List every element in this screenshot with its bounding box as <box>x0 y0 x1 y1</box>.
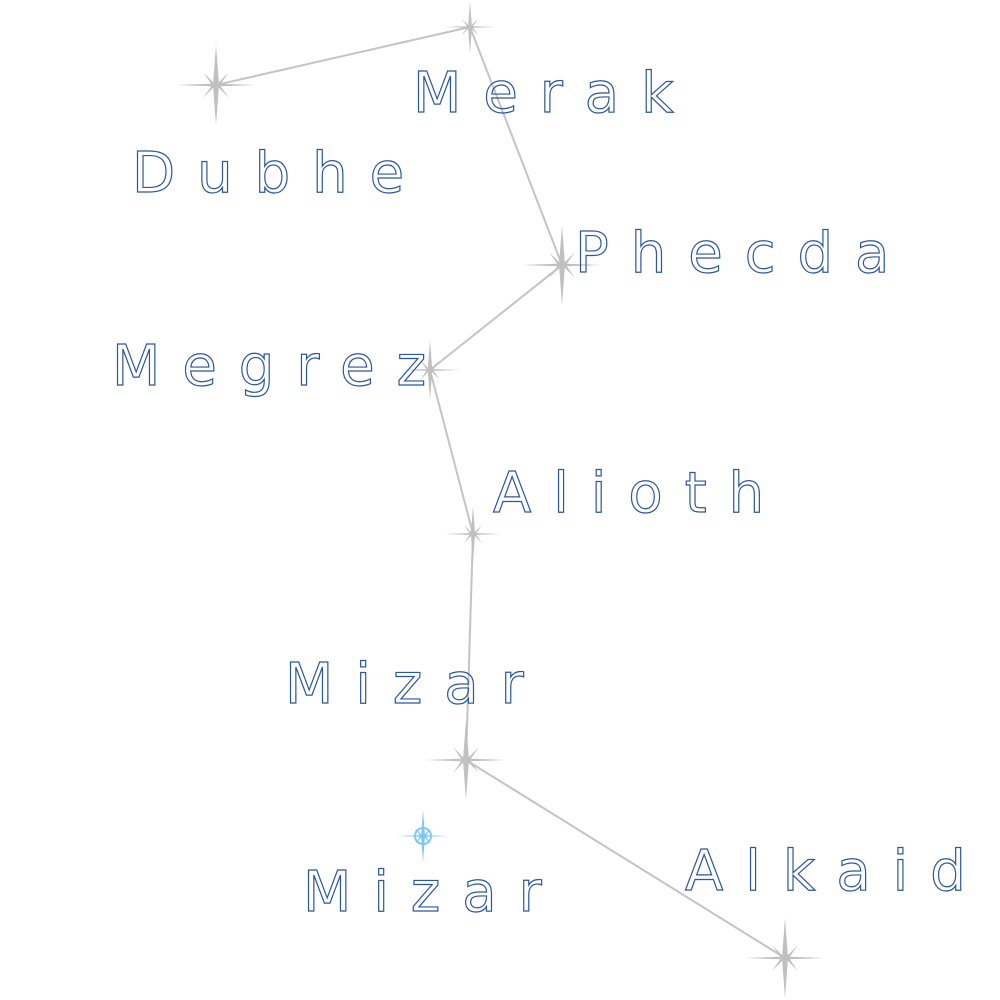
star-label-dubhe: Dubhe <box>132 141 426 206</box>
line-merak-phecda <box>469 26 563 266</box>
companion-star-ring <box>414 827 432 845</box>
line-dubhe-merak <box>215 26 471 86</box>
line-alioth-mizar <box>465 533 474 761</box>
star-label-alkaid: Alkaid <box>685 839 988 904</box>
star-label-mizar: Mizar <box>285 652 546 717</box>
constellation-stars <box>176 1 825 998</box>
line-megrez-alioth <box>429 369 474 535</box>
line-phecda-megrez <box>429 264 563 371</box>
star-label-companion: Mizar <box>303 860 564 925</box>
constellation-lines <box>215 26 786 959</box>
star-icon-alcor <box>397 810 449 862</box>
line-mizar-alkaid <box>465 759 786 959</box>
star-icon-alkaid <box>745 918 825 998</box>
star-icon-mizar <box>426 720 506 800</box>
star-labels: Merak Dubhe Phecda Megrez Alioth Mizar A… <box>111 60 988 925</box>
star-icon-dubhe <box>176 45 256 125</box>
star-label-phecda: Phecda <box>575 221 911 286</box>
star-label-alioth: Alioth <box>493 461 786 526</box>
star-icon-merak <box>444 1 496 53</box>
star-label-megrez: Megrez <box>112 334 448 399</box>
star-label-merak: Merak <box>413 61 696 126</box>
